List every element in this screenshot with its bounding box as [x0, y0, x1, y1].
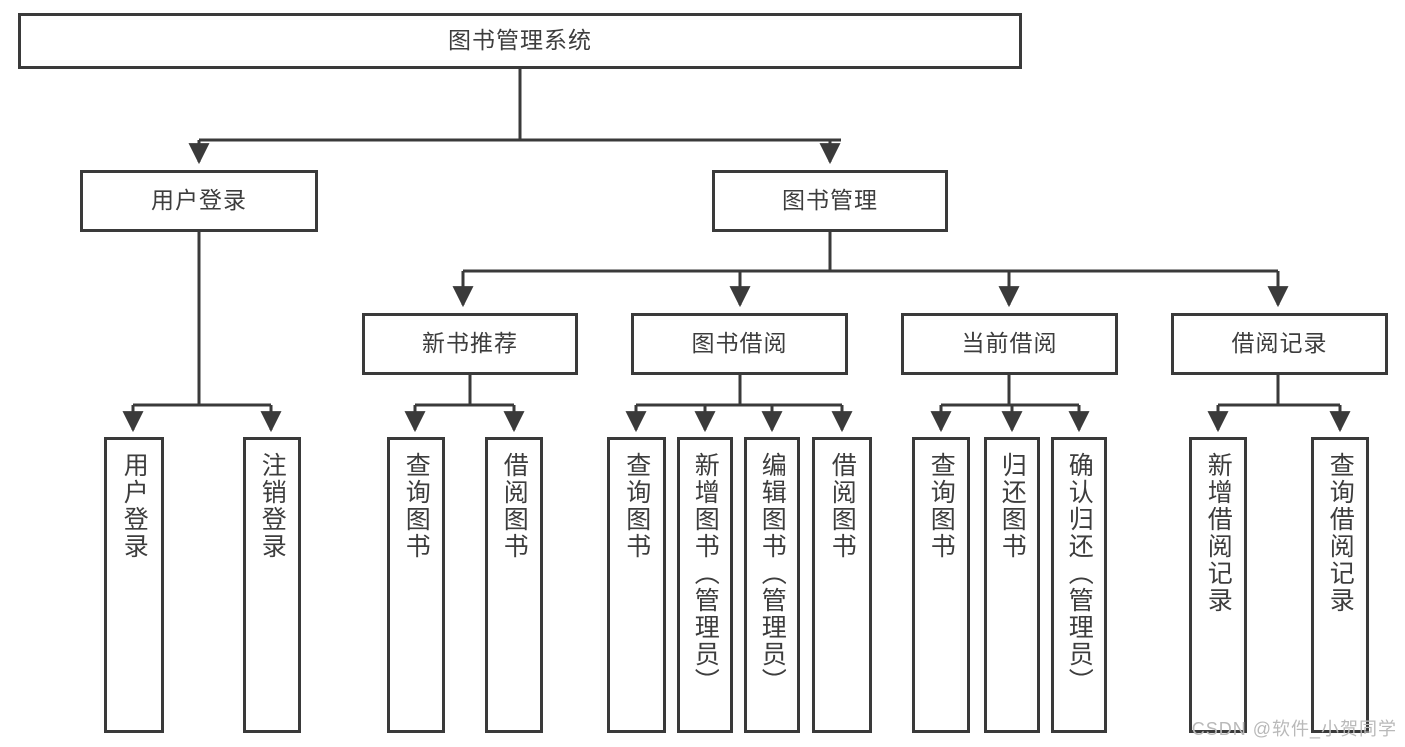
node-leaf-user-logout[interactable]: 注销登录	[243, 437, 301, 733]
node-leaf-add-borrow-record[interactable]: 新增借阅记录	[1189, 437, 1247, 733]
node-leaf-borrow-book-2[interactable]: 借阅图书	[812, 437, 872, 733]
node-root-label: 图书管理系统	[448, 27, 592, 54]
node-leaf-add-book-admin-label: 新增图书（管理员）	[691, 452, 720, 695]
node-leaf-query-book-1[interactable]: 查询图书	[387, 437, 445, 733]
node-user-login-label: 用户登录	[151, 187, 247, 214]
node-current-borrow[interactable]: 当前借阅	[901, 313, 1118, 375]
node-user-login[interactable]: 用户登录	[80, 170, 318, 232]
watermark-text: CSDN @软件_小贺同学	[1191, 719, 1397, 739]
node-leaf-add-book-admin[interactable]: 新增图书（管理员）	[677, 437, 733, 733]
node-leaf-query-book-3[interactable]: 查询图书	[912, 437, 970, 733]
node-current-borrow-label: 当前借阅	[961, 330, 1058, 357]
node-leaf-borrow-book-2-label: 借阅图书	[828, 452, 857, 560]
node-leaf-user-logout-label: 注销登录	[258, 452, 287, 560]
node-leaf-edit-book-admin-label: 编辑图书（管理员）	[758, 452, 787, 695]
node-book-manage[interactable]: 图书管理	[712, 170, 948, 232]
node-leaf-query-book-2[interactable]: 查询图书	[607, 437, 666, 733]
node-leaf-query-book-3-label: 查询图书	[927, 452, 956, 560]
node-leaf-query-book-2-label: 查询图书	[622, 452, 651, 560]
node-leaf-query-borrow-record[interactable]: 查询借阅记录	[1311, 437, 1369, 733]
node-book-borrow-label: 图书借阅	[691, 330, 788, 357]
node-leaf-user-login[interactable]: 用户登录	[104, 437, 164, 733]
node-leaf-borrow-book-1[interactable]: 借阅图书	[485, 437, 543, 733]
node-new-book-rec-label: 新书推荐	[422, 330, 518, 357]
node-leaf-user-login-label: 用户登录	[120, 452, 149, 560]
node-leaf-return-book-label: 归还图书	[998, 452, 1027, 560]
node-leaf-add-borrow-record-label: 新增借阅记录	[1204, 452, 1233, 614]
node-new-book-rec[interactable]: 新书推荐	[362, 313, 578, 375]
node-book-borrow[interactable]: 图书借阅	[631, 313, 848, 375]
node-leaf-edit-book-admin[interactable]: 编辑图书（管理员）	[744, 437, 800, 733]
node-borrow-record-label: 借阅记录	[1231, 330, 1328, 357]
node-leaf-return-book[interactable]: 归还图书	[984, 437, 1040, 733]
node-leaf-query-book-1-label: 查询图书	[402, 452, 431, 560]
node-leaf-confirm-return-admin-label: 确认归还（管理员）	[1065, 452, 1094, 695]
node-root[interactable]: 图书管理系统	[18, 13, 1022, 69]
node-leaf-borrow-book-1-label: 借阅图书	[500, 452, 529, 560]
node-book-manage-label: 图书管理	[782, 187, 878, 214]
node-leaf-confirm-return-admin[interactable]: 确认归还（管理员）	[1051, 437, 1107, 733]
node-leaf-query-borrow-record-label: 查询借阅记录	[1326, 452, 1355, 614]
node-borrow-record[interactable]: 借阅记录	[1171, 313, 1388, 375]
